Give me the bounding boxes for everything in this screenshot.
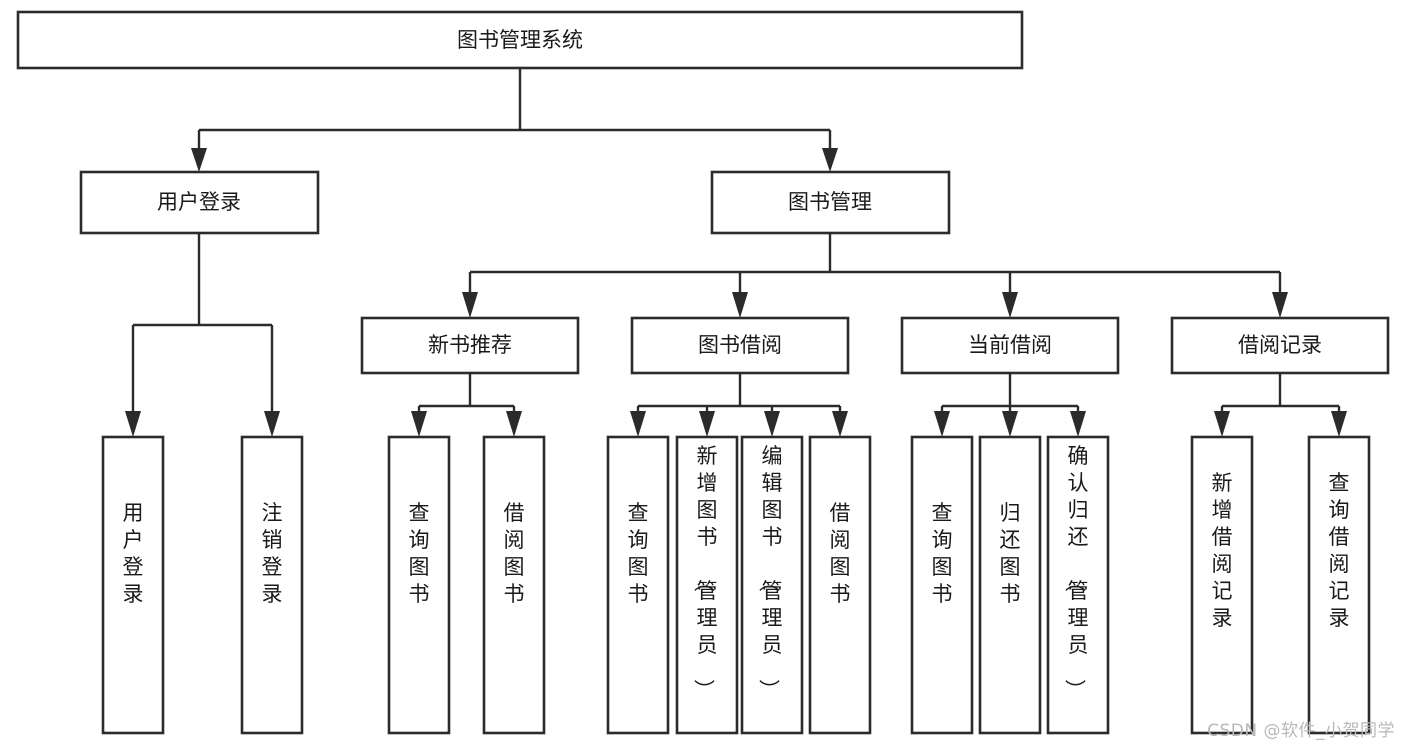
node-borrow-record[interactable]: 借阅记录 (1170, 316, 1390, 375)
node-new-book-recommend-box[interactable] (360, 316, 580, 375)
leaf-add-record-box[interactable] (1190, 435, 1254, 735)
leaf-borrow-book-1[interactable]: 借阅图书 (482, 435, 546, 735)
arrowhead-leaf-borrow-book-1 (506, 411, 522, 437)
node-book-manage[interactable]: 图书管理 (710, 170, 951, 235)
leaf-return-book-label: 归还图书 (1000, 501, 1021, 606)
node-user-login[interactable]: 用户登录 (79, 170, 320, 235)
leaf-edit-book-label: 编辑图书（管理员） (757, 444, 783, 700)
leaf-edit-book-box[interactable] (740, 435, 804, 735)
leaf-query-book-2-box[interactable] (606, 435, 670, 735)
node-current-borrow-box[interactable] (900, 316, 1120, 375)
node-new-book-recommend-label: 新书推荐 (428, 333, 512, 357)
arrowhead-borrow-record (1272, 292, 1288, 318)
leaf-add-book-label: 新增图书（管理员） (692, 444, 718, 700)
leaf-return-book-box[interactable] (978, 435, 1042, 735)
leaf-borrow-book-2[interactable]: 借阅图书 (808, 435, 872, 735)
leaf-query-record-box[interactable] (1307, 435, 1371, 735)
arrowhead-leaf-edit-book (764, 411, 780, 437)
node-user-login-label: 用户登录 (157, 190, 241, 214)
leaf-confirm-return-label: 确认归还（管理员） (1063, 444, 1089, 700)
arrowhead-leaf-query-book-3 (934, 411, 950, 437)
leaf-query-book-3[interactable]: 查询图书 (910, 435, 974, 735)
node-borrow-record-label: 借阅记录 (1238, 333, 1322, 357)
leaf-logout-login-box[interactable] (240, 435, 304, 735)
leaf-user-login-box[interactable] (101, 435, 165, 735)
leaf-query-book-2[interactable]: 查询图书 (606, 435, 670, 735)
node-borrow-record-box[interactable] (1170, 316, 1390, 375)
arrowhead-leaf-confirm-return (1070, 411, 1086, 437)
node-user-login-box[interactable] (79, 170, 320, 235)
leaf-query-book-2-label: 查询图书 (628, 501, 649, 606)
leaf-borrow-book-1-label: 借阅图书 (504, 501, 525, 606)
leaf-add-book-box[interactable] (675, 435, 739, 735)
node-book-borrow-box[interactable] (630, 316, 850, 375)
node-root[interactable]: 图书管理系统 (16, 10, 1024, 70)
arrowhead-book-manage (822, 148, 838, 172)
node-root-box[interactable] (16, 10, 1024, 70)
leaf-logout-login[interactable]: 注销登录 (240, 435, 304, 735)
leaf-add-record-label: 新增借阅记录 (1212, 471, 1233, 630)
node-current-borrow-label: 当前借阅 (968, 333, 1052, 357)
leaf-borrow-book-1-box[interactable] (482, 435, 546, 735)
leaf-confirm-return[interactable]: 确认归还（管理员） (1046, 435, 1110, 735)
leaf-confirm-return-box[interactable] (1046, 435, 1110, 735)
arrowhead-leaf-add-record (1214, 411, 1230, 437)
arrowhead-leaf-user-login (125, 411, 141, 437)
arrowhead-leaf-query-book-1 (411, 411, 427, 437)
leaf-query-book-1-label: 查询图书 (409, 501, 430, 606)
node-new-book-recommend[interactable]: 新书推荐 (360, 316, 580, 375)
arrowhead-leaf-query-book-2 (630, 411, 646, 437)
connector-layer (125, 68, 1347, 437)
leaf-query-record-label: 查询借阅记录 (1329, 471, 1350, 630)
leaf-logout-login-label: 注销登录 (262, 501, 283, 606)
node-root-label: 图书管理系统 (457, 28, 583, 52)
leaf-query-book-3-label: 查询图书 (932, 501, 953, 606)
node-current-borrow[interactable]: 当前借阅 (900, 316, 1120, 375)
leaf-query-record[interactable]: 查询借阅记录 (1307, 435, 1371, 735)
arrowhead-user-login (191, 148, 207, 172)
arrowhead-leaf-logout-login (264, 411, 280, 437)
node-book-borrow-label: 图书借阅 (698, 333, 782, 357)
leaf-user-login-label: 用户登录 (123, 501, 144, 606)
arrowhead-leaf-return-book (1002, 411, 1018, 437)
leaf-add-book[interactable]: 新增图书（管理员） (675, 435, 739, 735)
arrowhead-leaf-borrow-book-2 (832, 411, 848, 437)
leaf-add-record[interactable]: 新增借阅记录 (1190, 435, 1254, 735)
node-book-manage-box[interactable] (710, 170, 951, 235)
arrowhead-current-borrow (1002, 292, 1018, 318)
node-book-manage-label: 图书管理 (788, 190, 872, 214)
leaf-query-book-1[interactable]: 查询图书 (387, 435, 451, 735)
node-book-borrow[interactable]: 图书借阅 (630, 316, 850, 375)
leaf-borrow-book-2-label: 借阅图书 (830, 501, 851, 606)
arrowhead-book-borrow (732, 292, 748, 318)
arrowhead-new-book-recommend (462, 292, 478, 318)
leaf-edit-book[interactable]: 编辑图书（管理员） (740, 435, 804, 735)
leaf-query-book-3-box[interactable] (910, 435, 974, 735)
leaf-user-login[interactable]: 用户登录 (101, 435, 165, 735)
leaf-return-book[interactable]: 归还图书 (978, 435, 1042, 735)
leaf-borrow-book-2-box[interactable] (808, 435, 872, 735)
csdn-watermark: CSDN @软件_小贺同学 (1207, 721, 1395, 741)
leaf-query-book-1-box[interactable] (387, 435, 451, 735)
arrowhead-leaf-add-book (699, 411, 715, 437)
arrowhead-leaf-query-record (1331, 411, 1347, 437)
